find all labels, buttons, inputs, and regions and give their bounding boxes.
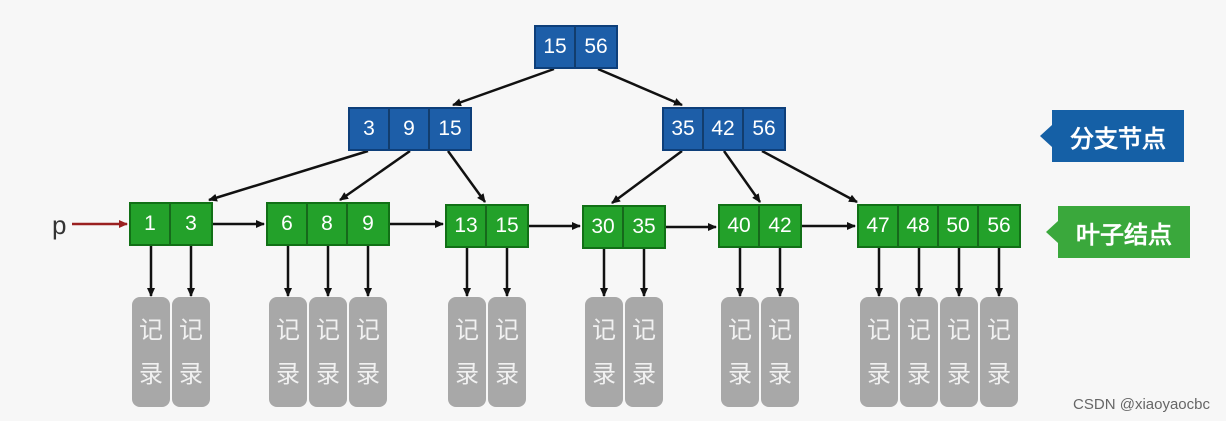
key-cell: 56 — [584, 35, 608, 58]
record-text: 录 — [592, 360, 616, 388]
edge-branch-to-leaf — [446, 150, 487, 203]
leaf-node-5: 40 42 — [718, 204, 802, 248]
record-text: 录 — [768, 360, 792, 388]
record-text: 记 — [632, 316, 656, 344]
record-text: 记 — [356, 316, 380, 344]
key-cell: 15 — [495, 214, 519, 237]
record-block: 记录 — [349, 297, 387, 407]
record-text: 录 — [139, 360, 163, 388]
record-block: 记录 — [132, 297, 170, 407]
key-cell: 42 — [704, 109, 744, 149]
key-cell: 3 — [350, 109, 390, 149]
edge-branch-to-leaf — [722, 150, 762, 203]
record-text: 录 — [316, 360, 340, 388]
key-cell: 13 — [447, 206, 487, 246]
record-text: 记 — [867, 316, 891, 344]
edge-branch-to-leaf — [761, 149, 858, 204]
record-text: 记 — [592, 316, 616, 344]
record-block: 记录 — [625, 297, 663, 407]
watermark: CSDN @xiaoyaocbc — [1073, 396, 1210, 413]
record-block: 记录 — [980, 297, 1018, 407]
record-text: 录 — [179, 360, 203, 388]
record-text: 录 — [356, 360, 380, 388]
key-cell: 9 — [362, 212, 374, 235]
record-text: 记 — [728, 316, 752, 344]
record-text: 录 — [728, 360, 752, 388]
record-text: 记 — [316, 316, 340, 344]
record-block: 记录 — [448, 297, 486, 407]
record-text: 记 — [179, 316, 203, 344]
edge-branch-to-leaf — [208, 149, 369, 202]
record-text: 录 — [495, 360, 519, 388]
record-block: 记录 — [172, 297, 210, 407]
record-text: 录 — [867, 360, 891, 388]
record-text: 记 — [768, 316, 792, 344]
record-block: 记录 — [585, 297, 623, 407]
key-cell: 6 — [268, 204, 308, 244]
record-block: 记录 — [940, 297, 978, 407]
pointer-p-label: p — [52, 210, 67, 240]
record-block: 记录 — [721, 297, 759, 407]
record-text: 录 — [907, 360, 931, 388]
key-cell: 42 — [768, 214, 792, 237]
record-block: 记录 — [488, 297, 526, 407]
key-cell: 30 — [584, 207, 624, 247]
key-cell: 15 — [438, 117, 462, 140]
record-block: 记录 — [269, 297, 307, 407]
key-cell: 56 — [752, 117, 776, 140]
record-block: 记录 — [860, 297, 898, 407]
edge-root-to-branch-right — [597, 67, 683, 107]
record-block: 记录 — [309, 297, 347, 407]
record-text: 记 — [907, 316, 931, 344]
leaf-node-4: 30 35 — [582, 205, 666, 249]
key-cell: 56 — [987, 214, 1011, 237]
key-cell: 15 — [536, 27, 576, 67]
leaf-node-label: 叶子结点 — [1046, 206, 1190, 258]
record-text: 记 — [276, 316, 300, 344]
key-cell: 40 — [720, 206, 760, 246]
edge-branch-to-leaf — [611, 149, 683, 205]
edge-branch-to-leaf — [339, 149, 411, 202]
key-cell: 8 — [308, 204, 348, 244]
leaf-node-3: 13 15 — [445, 204, 529, 248]
record-text: 录 — [455, 360, 479, 388]
record-text: 记 — [987, 316, 1011, 344]
key-cell: 47 — [859, 206, 899, 246]
record-block: 记录 — [761, 297, 799, 407]
record-block: 记录 — [900, 297, 938, 407]
key-cell: 50 — [939, 206, 979, 246]
key-cell: 35 — [632, 215, 656, 238]
key-cell: 48 — [899, 206, 939, 246]
record-text: 录 — [987, 360, 1011, 388]
record-text: 记 — [495, 316, 519, 344]
key-cell: 3 — [185, 212, 197, 235]
record-text: 记 — [947, 316, 971, 344]
record-text: 录 — [276, 360, 300, 388]
branch-node-label: 分支节点 — [1040, 110, 1184, 162]
record-text: 录 — [632, 360, 656, 388]
key-cell: 9 — [390, 109, 430, 149]
record-text: 记 — [455, 316, 479, 344]
key-cell: 1 — [131, 204, 171, 244]
record-text: 录 — [947, 360, 971, 388]
edge-root-to-branch-left — [452, 67, 555, 107]
record-text: 记 — [139, 316, 163, 344]
key-cell: 35 — [664, 109, 704, 149]
